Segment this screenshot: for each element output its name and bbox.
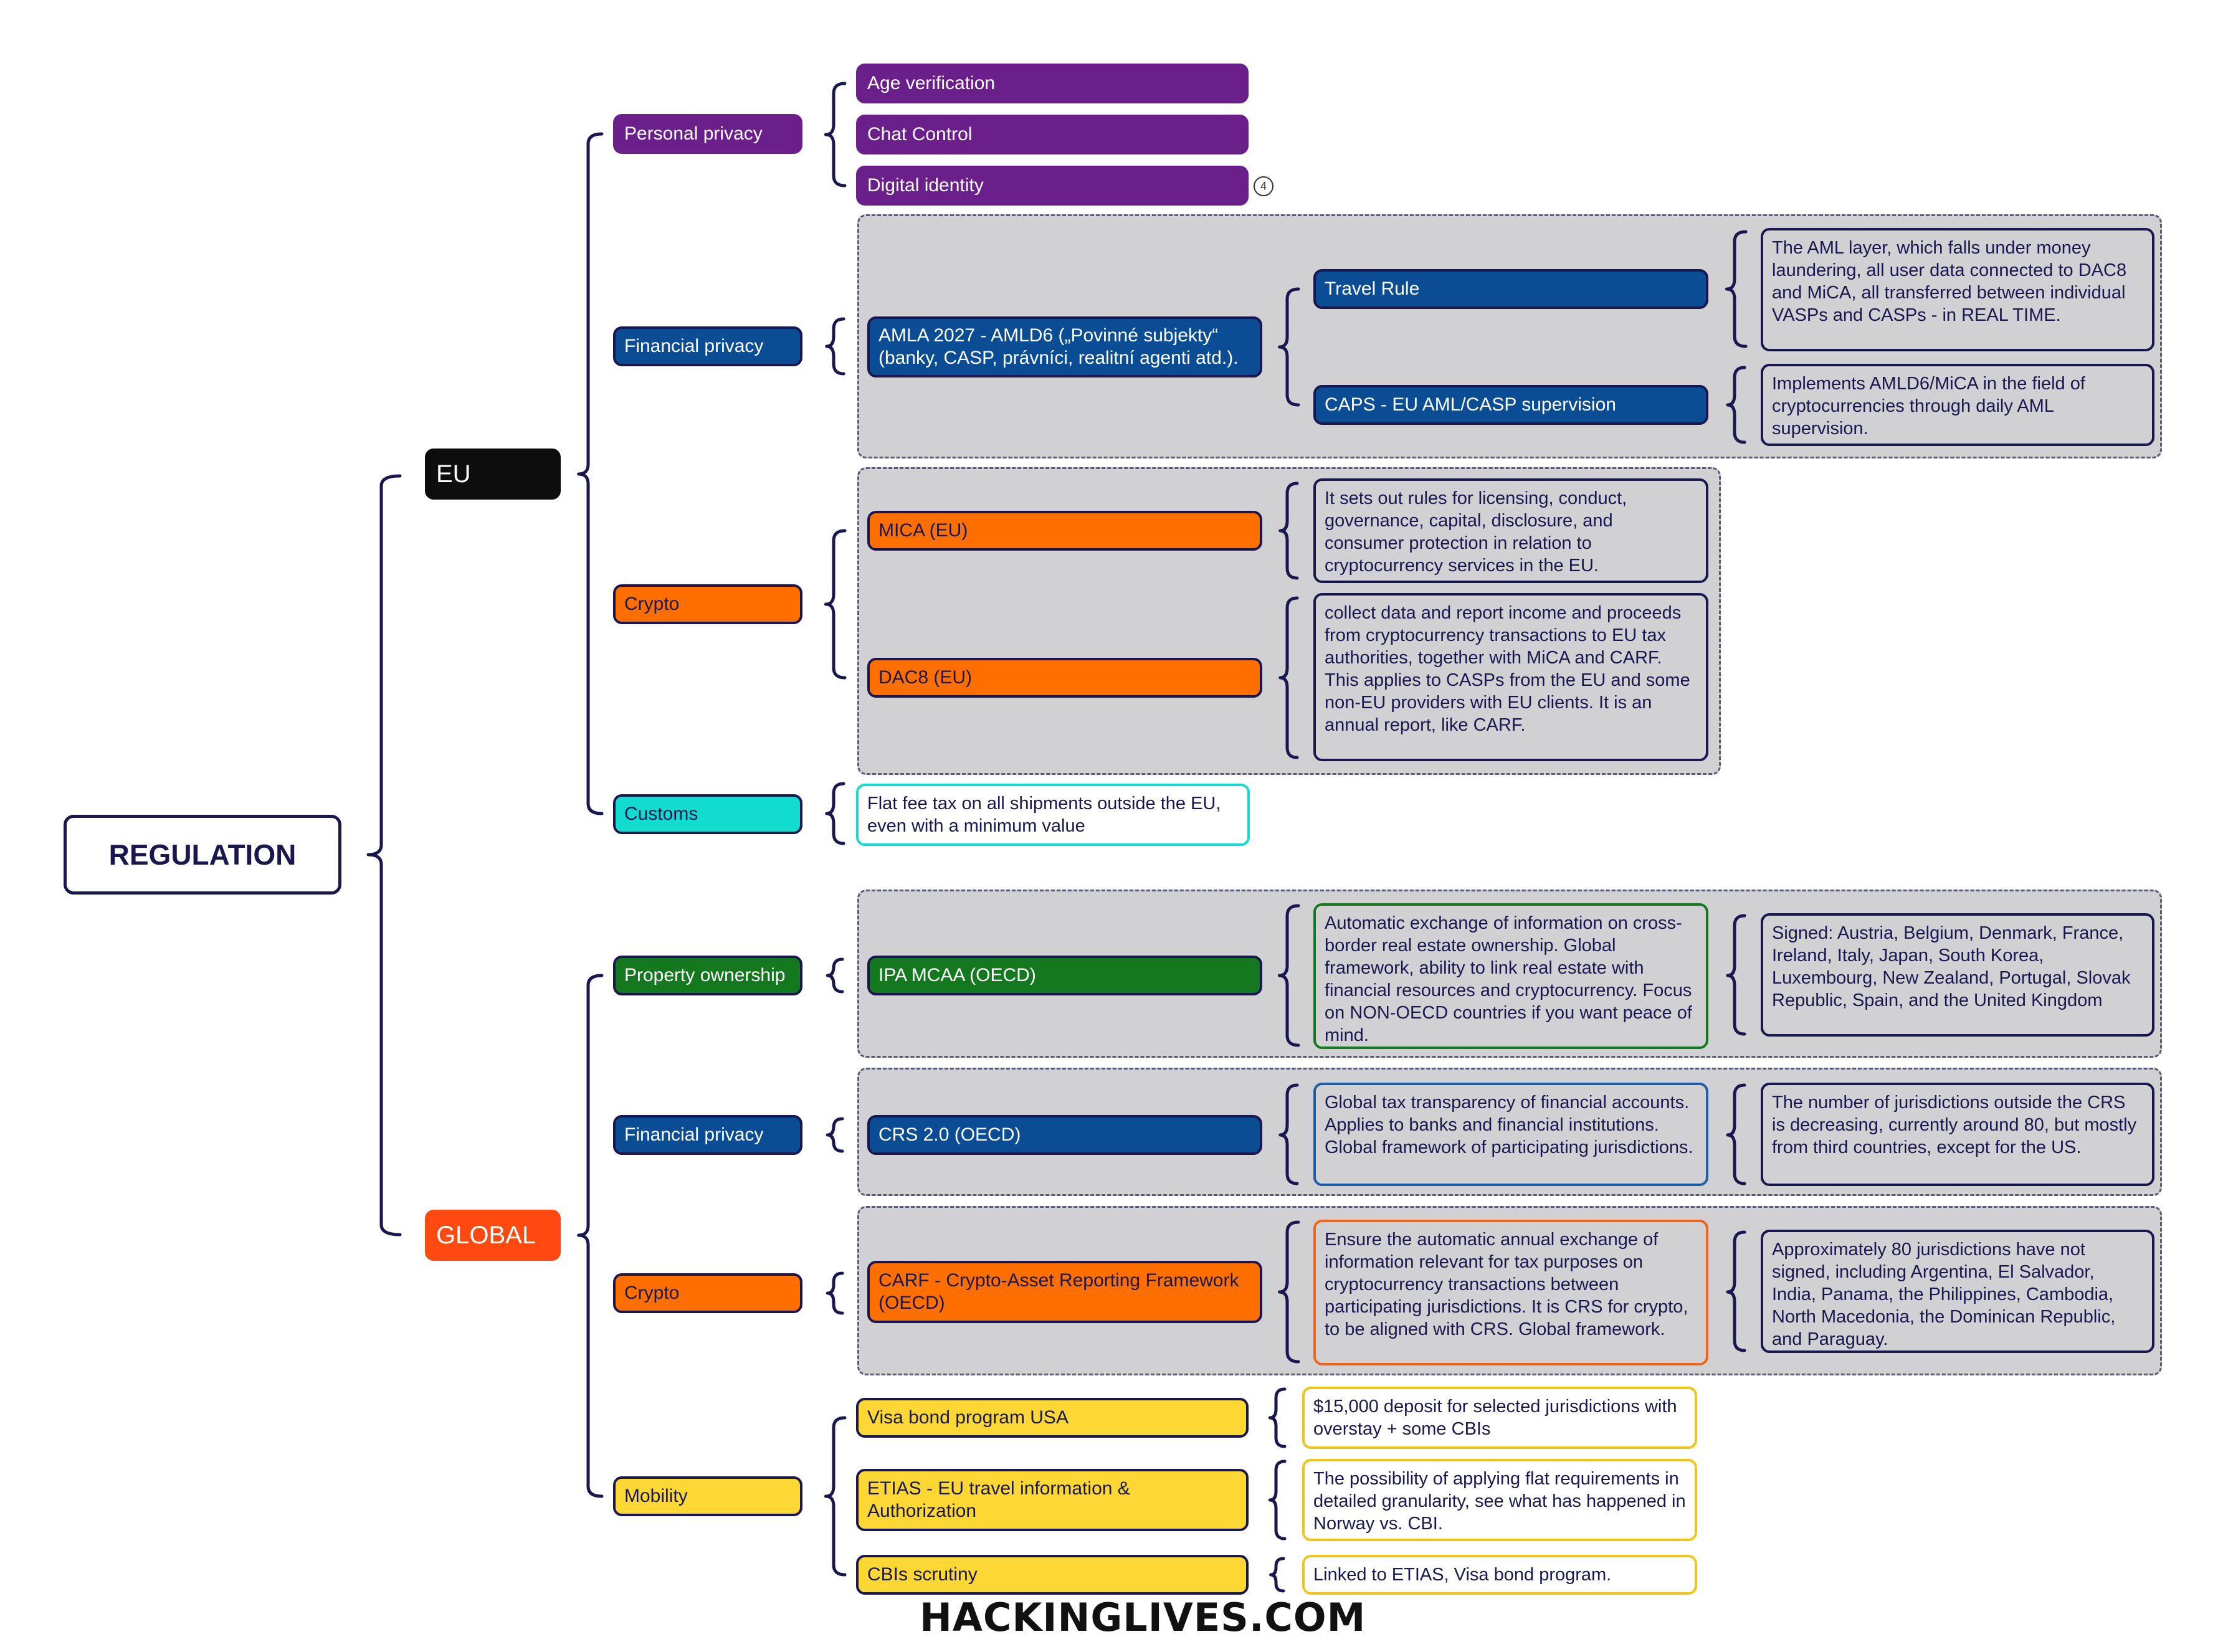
brace-mobility — [824, 1416, 847, 1577]
brace-mica — [1278, 482, 1299, 580]
caps-supervision-node[interactable]: CAPS - EU AML/CASP supervision — [1313, 385, 1708, 425]
brace-carf-desc — [1726, 1230, 1746, 1352]
travel-rule-desc: The AML layer, which falls under money l… — [1761, 228, 2154, 351]
carf-note: Approximately 80 jurisdictions have not … — [1761, 1230, 2154, 1353]
brace-property — [826, 957, 844, 994]
brace-eu-financial — [825, 317, 845, 376]
cbis-desc: Linked to ETIAS, Visa bond program. — [1302, 1555, 1697, 1595]
mobility-node[interactable]: Mobility — [613, 1476, 802, 1516]
brace-travel-rule — [1725, 230, 1748, 348]
travel-rule-node[interactable]: Travel Rule — [1313, 269, 1708, 309]
brace-amla — [1277, 287, 1300, 407]
etias-desc: The possibility of applying flat require… — [1302, 1459, 1697, 1541]
brace-caps — [1726, 366, 1746, 444]
brace-dac8 — [1278, 596, 1299, 759]
brace-ipa — [1277, 904, 1300, 1047]
brace-visa — [1268, 1387, 1287, 1448]
age-verification-node[interactable]: Age verification — [856, 64, 1249, 103]
etias-node[interactable]: ETIAS - EU travel information & Authoriz… — [856, 1469, 1249, 1531]
visa-bond-desc: $15,000 deposit for selected jurisdictio… — [1302, 1387, 1697, 1449]
brace-eu-crypto — [824, 529, 847, 680]
global-financial-privacy-node[interactable]: Financial privacy — [613, 1115, 802, 1155]
brace-global-crypto — [826, 1271, 844, 1315]
mica-node[interactable]: MICA (EU) — [867, 511, 1262, 551]
brace-crs-desc — [1726, 1083, 1746, 1185]
crs-note: The number of jurisdictions outside the … — [1761, 1083, 2154, 1186]
brace-global — [577, 974, 604, 1498]
carf-node[interactable]: CARF - Crypto-Asset Reporting Framework … — [867, 1261, 1262, 1323]
digital-identity-node[interactable]: Digital identity — [856, 166, 1249, 206]
chat-control-node[interactable]: Chat Control — [856, 115, 1249, 154]
dac8-desc: collect data and report income and proce… — [1313, 593, 1708, 761]
ipa-mcaa-desc: Automatic exchange of information on cro… — [1313, 903, 1708, 1049]
brace-global-financial — [826, 1117, 844, 1153]
property-ownership-node[interactable]: Property ownership — [613, 956, 802, 995]
customs-desc: Flat fee tax on all shipments outside th… — [856, 784, 1250, 846]
brace-root — [366, 474, 402, 1237]
ipa-signed-list: Signed: Austria, Belgium, Denmark, Franc… — [1761, 913, 2154, 1037]
digital-identity-count-badge[interactable]: 4 — [1254, 176, 1273, 196]
brace-ipa-desc — [1726, 914, 1746, 1036]
crs-desc: Global tax transparency of financial acc… — [1313, 1083, 1708, 1186]
brace-customs — [825, 782, 845, 845]
eu-node[interactable]: EU — [425, 449, 561, 500]
crs-2-node[interactable]: CRS 2.0 (OECD) — [867, 1115, 1262, 1155]
dac8-node[interactable]: DAC8 (EU) — [867, 658, 1262, 698]
amla-2027-node[interactable]: AMLA 2027 - AMLD6 („Povinné subjekty“ (b… — [867, 316, 1262, 377]
customs-node[interactable]: Customs — [613, 794, 802, 834]
root-regulation[interactable]: REGULATION — [64, 815, 341, 895]
eu-crypto-node[interactable]: Crypto — [613, 584, 802, 624]
visa-bond-node[interactable]: Visa bond program USA — [856, 1398, 1249, 1438]
caps-desc: Implements AMLD6/MiCA in the field of cr… — [1761, 364, 2154, 446]
mica-desc: It sets out rules for licensing, conduct… — [1313, 478, 1708, 583]
footer-brand: HACKINGLIVES.COM — [920, 1595, 1366, 1640]
cbis-scrutiny-node[interactable]: CBIs scrutiny — [856, 1555, 1249, 1595]
personal-privacy-node[interactable]: Personal privacy — [613, 114, 802, 154]
eu-financial-privacy-node[interactable]: Financial privacy — [613, 326, 802, 366]
brace-personal-privacy — [824, 82, 847, 188]
brace-cbis — [1269, 1557, 1285, 1593]
brace-carf — [1277, 1220, 1300, 1364]
global-crypto-node[interactable]: Crypto — [613, 1273, 802, 1313]
brace-crs — [1278, 1083, 1299, 1185]
global-node[interactable]: GLOBAL — [425, 1210, 561, 1261]
ipa-mcaa-node[interactable]: IPA MCAA (OECD) — [867, 956, 1262, 995]
carf-desc: Ensure the automatic annual exchange of … — [1313, 1220, 1708, 1365]
brace-eu — [577, 132, 604, 815]
brace-etias — [1268, 1460, 1287, 1540]
